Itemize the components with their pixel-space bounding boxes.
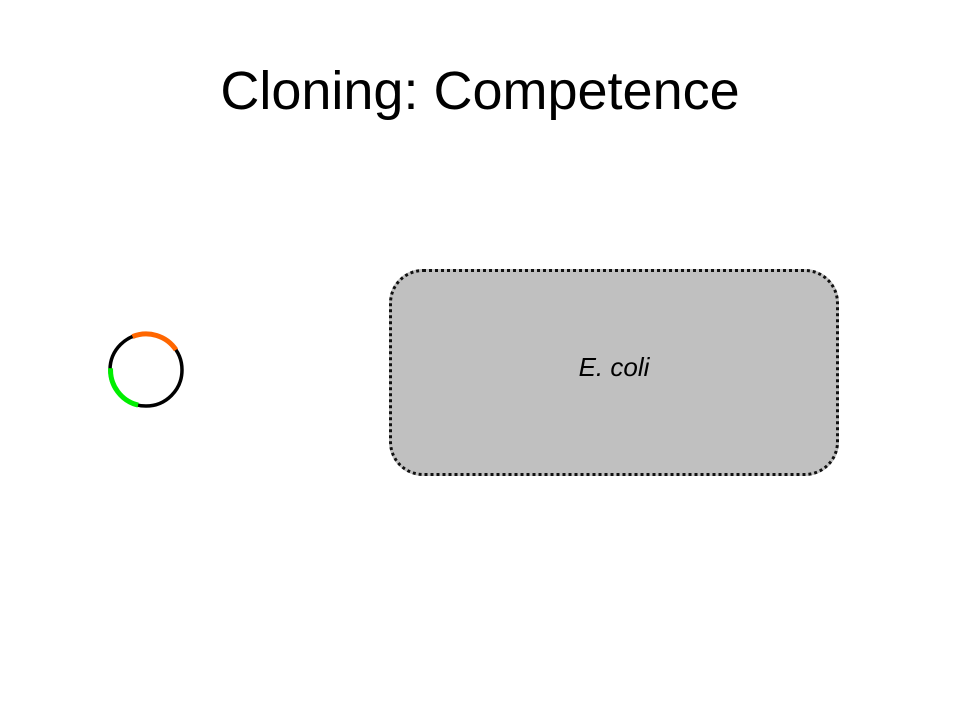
cell-label: E. coli xyxy=(578,352,650,382)
e-coli-cell: E. coli xyxy=(389,269,839,476)
slide-title: Cloning: Competence xyxy=(220,61,740,121)
plasmid-diagram xyxy=(108,331,184,408)
plasmid-orange-segment xyxy=(131,331,179,352)
plasmid-green-segment xyxy=(108,368,139,408)
